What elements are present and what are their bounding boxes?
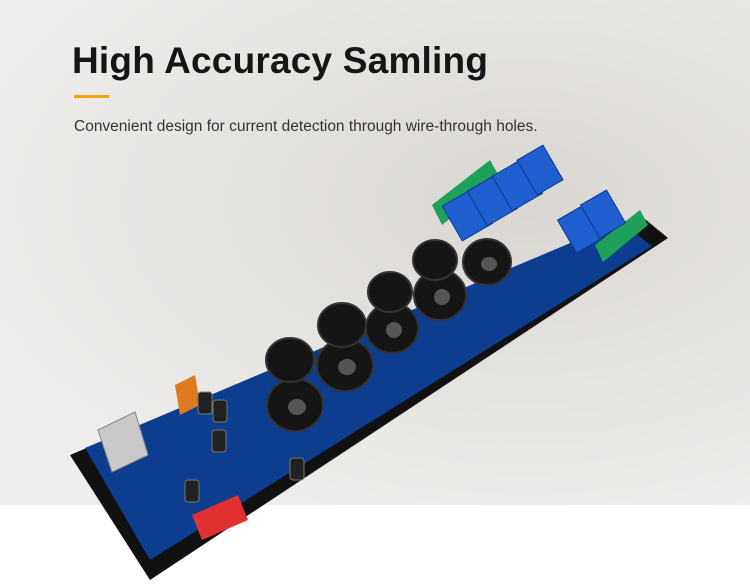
- terminal-block: [175, 375, 200, 415]
- terminal-block: [595, 210, 648, 262]
- relays: [441, 144, 627, 254]
- dip-switch: [192, 495, 248, 540]
- capacitors: [184, 391, 305, 503]
- page-title: High Accuracy Samling: [72, 40, 489, 81]
- page-subtitle: Convenient design for current detection …: [74, 118, 538, 135]
- ethernet-port: [97, 411, 149, 473]
- title-accent-bar: [74, 95, 109, 98]
- pcb-board: [85, 222, 652, 560]
